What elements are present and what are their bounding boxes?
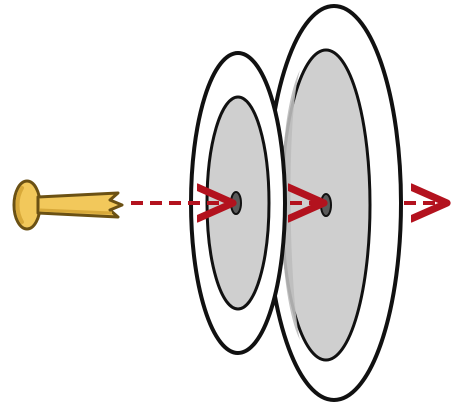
- target-disc-front: [191, 53, 285, 353]
- back-disc-hole: [321, 194, 331, 216]
- front-disc-hole: [231, 192, 241, 214]
- target-disc-back: [267, 6, 401, 400]
